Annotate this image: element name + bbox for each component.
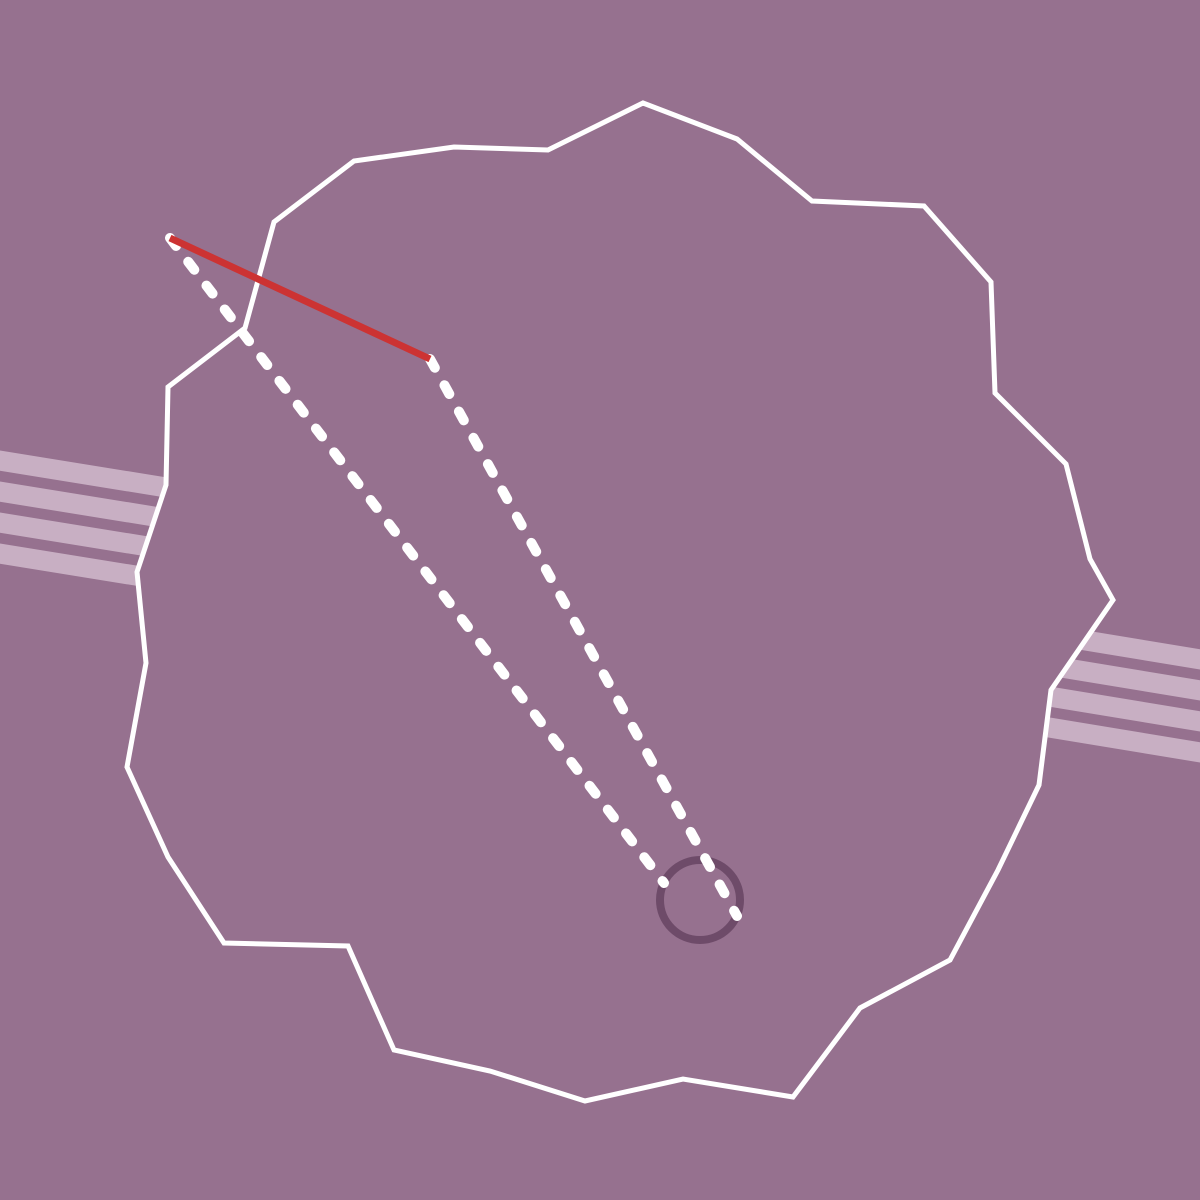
right-stripe: [1038, 685, 1200, 732]
ring-target-icon[interactable]: [656, 856, 744, 944]
cue-stick[interactable]: [168, 234, 432, 363]
arena-boundary: [124, 100, 1116, 1104]
arena-fill: [127, 103, 1113, 1101]
right-stripe-band: [1038, 623, 1200, 763]
right-stripe: [1038, 716, 1200, 763]
